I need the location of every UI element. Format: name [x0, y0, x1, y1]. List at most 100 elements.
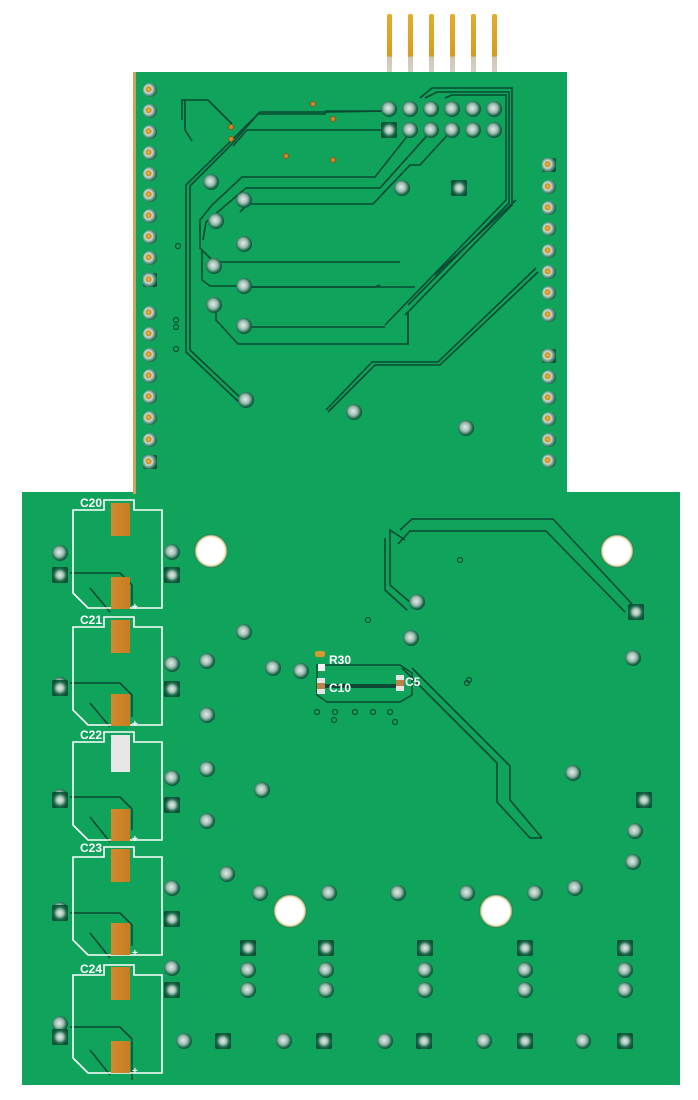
- round-pad: [164, 656, 180, 672]
- round-pad: [276, 1033, 292, 1049]
- round-pad: [409, 594, 425, 610]
- square-pad: [143, 273, 157, 287]
- round-pad: [176, 1033, 192, 1049]
- capacitor-pad-bottom: [111, 1041, 130, 1073]
- round-pad: [542, 180, 556, 194]
- round-pad: [542, 433, 556, 447]
- round-pad: [542, 308, 556, 322]
- resistor-r30: [315, 651, 325, 657]
- copper-via: [283, 153, 289, 159]
- round-pad: [238, 392, 254, 408]
- via: [331, 717, 337, 723]
- via: [457, 557, 463, 563]
- square-pad: [143, 455, 157, 469]
- round-pad: [542, 201, 556, 215]
- capacitor-pad-bottom: [111, 694, 130, 726]
- square-pad: [240, 940, 256, 956]
- round-pad: [542, 370, 556, 384]
- via: [173, 346, 179, 352]
- round-pad: [265, 660, 281, 676]
- via: [314, 709, 320, 715]
- silkscreen-label-r30: R30: [329, 653, 352, 667]
- round-pad: [625, 854, 641, 870]
- square-pad: [215, 1033, 231, 1049]
- round-pad: [164, 544, 180, 560]
- round-pad: [458, 420, 474, 436]
- round-pad: [486, 122, 502, 138]
- silkscreen-label-c5: C5: [405, 675, 421, 689]
- board-left-edge: [133, 72, 136, 494]
- round-pad: [143, 83, 157, 97]
- square-pad: [617, 940, 633, 956]
- round-pad: [199, 653, 215, 669]
- round-pad: [254, 782, 270, 798]
- round-pad: [542, 454, 556, 468]
- round-pad: [444, 122, 460, 138]
- round-pad: [164, 960, 180, 976]
- square-pad: [451, 180, 467, 196]
- header-pin: [429, 14, 434, 74]
- round-pad: [567, 880, 583, 896]
- via: [387, 709, 393, 715]
- capacitor-pad-top: [111, 849, 130, 882]
- polarity-plus-label: +: [132, 834, 138, 845]
- square-pad: [164, 911, 180, 927]
- capacitor-pad-top: [111, 620, 130, 653]
- polarity-plus-label: +: [132, 948, 138, 959]
- capacitor-pad-top: [111, 967, 130, 1000]
- round-pad: [143, 306, 157, 320]
- via: [173, 324, 179, 330]
- via: [173, 317, 179, 323]
- capacitor-c10: [317, 678, 325, 694]
- round-pad: [575, 1033, 591, 1049]
- round-pad: [293, 663, 309, 679]
- round-pad: [394, 180, 410, 196]
- round-pad: [143, 188, 157, 202]
- round-pad: [143, 209, 157, 223]
- round-pad: [423, 101, 439, 117]
- round-pad: [486, 101, 502, 117]
- polarity-plus-label: +: [132, 602, 138, 613]
- round-pad: [206, 258, 222, 274]
- mounting-hole: [600, 534, 634, 568]
- square-pad: [164, 681, 180, 697]
- round-pad: [403, 630, 419, 646]
- via: [464, 680, 470, 686]
- round-pad: [465, 101, 481, 117]
- silkscreen-label-c10: C10: [329, 681, 352, 695]
- round-pad: [164, 770, 180, 786]
- round-pad: [318, 962, 334, 978]
- round-pad: [143, 327, 157, 341]
- round-pad: [236, 278, 252, 294]
- round-pad: [542, 391, 556, 405]
- header-pin: [450, 14, 455, 74]
- square-pad: [617, 1033, 633, 1049]
- square-pad: [52, 792, 68, 808]
- round-pad: [143, 146, 157, 160]
- round-pad: [52, 545, 68, 561]
- silkscreen-label-c22: C22: [80, 728, 103, 742]
- round-pad: [542, 265, 556, 279]
- round-pad: [444, 101, 460, 117]
- mounting-hole: [479, 894, 513, 928]
- round-pad: [465, 122, 481, 138]
- capacitor-pad-bottom: [111, 923, 130, 955]
- square-pad: [381, 122, 397, 138]
- round-pad: [143, 125, 157, 139]
- round-pad: [542, 412, 556, 426]
- round-pad: [143, 348, 157, 362]
- round-pad: [321, 885, 337, 901]
- round-pad: [527, 885, 543, 901]
- round-pad: [517, 982, 533, 998]
- silkscreen-label-c20: C20: [80, 496, 103, 510]
- round-pad: [143, 230, 157, 244]
- round-pad: [346, 404, 362, 420]
- square-pad: [416, 1033, 432, 1049]
- round-pad: [565, 765, 581, 781]
- round-pad: [219, 866, 235, 882]
- round-pad: [402, 122, 418, 138]
- square-pad: [542, 158, 556, 172]
- square-pad: [316, 1033, 332, 1049]
